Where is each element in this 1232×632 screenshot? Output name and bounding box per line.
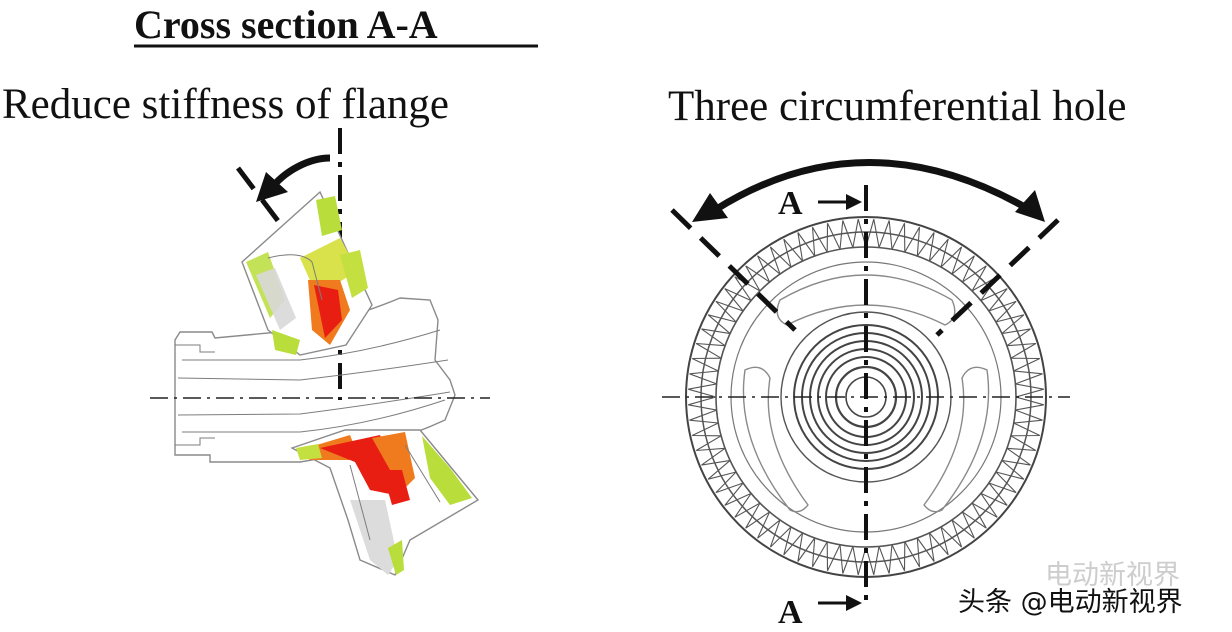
gear-tooth: [707, 459, 737, 480]
gear-tooth: [940, 519, 963, 548]
gear-tooth: [891, 222, 906, 253]
gear-tooth: [1013, 409, 1043, 424]
radial-dashed-line-right: [935, 218, 1060, 337]
gear-tooth: [852, 219, 867, 248]
gear-tooth: [951, 255, 975, 283]
gear-tooth: [1015, 396, 1044, 411]
gear-tooth: [783, 238, 804, 268]
arc-arrowhead-left-icon: [692, 193, 728, 222]
gear-tooth: [928, 238, 949, 268]
gear-tooth: [701, 328, 731, 347]
gear-tooth: [951, 511, 975, 539]
gear-teeth: [688, 219, 1044, 575]
gear-tooth: [734, 493, 761, 518]
gear-tooth: [962, 265, 987, 292]
arc-arrowhead-right-icon: [1015, 190, 1045, 222]
gear-tooth: [797, 232, 816, 262]
gear-tooth: [928, 526, 949, 556]
gear-tooth: [757, 511, 781, 539]
gear-tooth: [707, 314, 737, 335]
gear-tooth: [695, 435, 726, 452]
gear-tooth: [811, 537, 828, 568]
watermark-faint-text: 电动新视界: [1045, 560, 1180, 591]
gear-tooth: [916, 532, 935, 562]
gear-tooth: [688, 383, 717, 398]
section-marker-top-label: A: [778, 185, 803, 222]
section-marker-top-arrowhead-icon: [846, 194, 862, 210]
gear-tooth: [988, 471, 1017, 494]
gear-tooth: [980, 288, 1008, 312]
gear-tooth: [688, 396, 717, 411]
right-panel: Three circumferential hole: [662, 83, 1126, 631]
gear-tooth: [689, 370, 719, 385]
lower-flange: [290, 429, 480, 576]
gear-tooth: [1015, 383, 1044, 398]
gear-tooth: [962, 502, 987, 529]
gear-tooth: [904, 226, 921, 257]
gear-tooth: [904, 537, 921, 568]
upper-flange: [241, 190, 373, 356]
gear-tooth: [757, 255, 781, 283]
gear-tooth: [1006, 342, 1037, 359]
watermark: 电动新视界 头条 @电动新视界: [958, 560, 1183, 618]
gear-tooth: [891, 541, 906, 572]
gear-tooth: [865, 219, 880, 248]
gear-tooth: [826, 541, 841, 572]
gear-tooth: [691, 422, 722, 437]
gear-tooth: [701, 447, 731, 466]
gear-tooth: [724, 288, 752, 312]
gear-tooth: [689, 409, 719, 424]
gear-tooth: [995, 459, 1025, 480]
left-panel: Cross section A-A Reduce stiffness of fl…: [2, 2, 538, 576]
rotation-arrowhead-icon: [256, 172, 288, 202]
gear-tooth: [852, 546, 867, 575]
gear-tooth: [783, 526, 804, 556]
gear-tooth: [1010, 422, 1041, 437]
gear-tooth: [715, 471, 744, 494]
gear-tooth: [1006, 435, 1037, 452]
gear-tooth: [878, 544, 893, 574]
gear-tooth: [865, 546, 880, 575]
gear-tooth: [734, 276, 761, 301]
circumferential-hole-label: Three circumferential hole: [668, 83, 1126, 130]
gear-tooth: [811, 226, 828, 257]
gear-tooth: [826, 222, 841, 253]
gear-tooth: [988, 300, 1017, 323]
gear-tooth: [1001, 328, 1031, 347]
watermark-strong-text: 头条 @电动新视界: [958, 587, 1183, 618]
circumferential-hole-left: [742, 366, 809, 513]
gear-tooth: [715, 300, 744, 323]
flange-stiffness-label: Reduce stiffness of flange: [2, 81, 449, 128]
gear-tooth: [878, 220, 893, 250]
gear-tooth: [745, 502, 770, 529]
gear-tooth: [769, 519, 792, 548]
gear-tooth: [1010, 357, 1041, 372]
gear-tooth: [695, 342, 726, 359]
section-marker-bottom-label: A: [778, 594, 803, 631]
gear-tooth: [691, 357, 722, 372]
gear-tooth: [980, 482, 1008, 506]
gear-tooth: [797, 532, 816, 562]
cross-section-title: Cross section A-A: [134, 2, 438, 47]
section-marker-bottom-arrowhead-icon: [846, 595, 862, 611]
radial-dashed-line-left: [670, 208, 797, 332]
gear-tooth: [971, 493, 998, 518]
circumferential-hole-right: [923, 366, 990, 513]
gear-tooth: [916, 232, 935, 262]
gear-tooth: [1001, 447, 1031, 466]
gear-tooth: [724, 482, 752, 506]
gear-tooth: [839, 220, 854, 250]
gear-tooth: [995, 314, 1025, 335]
gear-tooth: [769, 246, 792, 275]
hole-span-arc-arrow: [713, 159, 1032, 214]
gear-tooth: [940, 246, 963, 275]
gear-tooth: [1013, 370, 1043, 385]
gear-tooth: [745, 265, 770, 292]
gear-tooth: [839, 544, 854, 574]
